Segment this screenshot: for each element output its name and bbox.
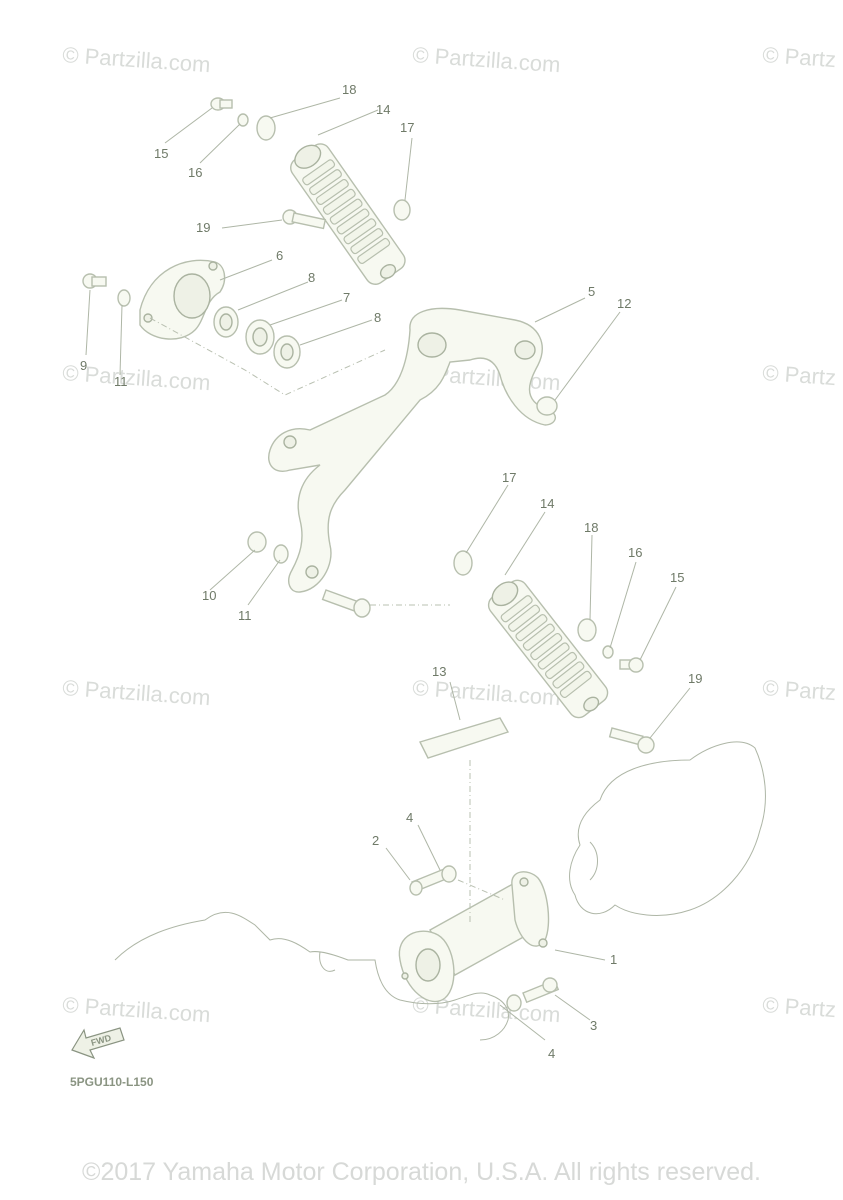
callout-5: 5 <box>588 284 595 299</box>
bearings <box>213 306 301 369</box>
callout-15: 15 <box>670 570 684 585</box>
callout-11: 11 <box>114 374 128 389</box>
callout-8: 8 <box>308 270 315 285</box>
watermark: © Partzilla.com <box>412 42 562 77</box>
callout-1: 1 <box>610 952 617 967</box>
callout-17: 17 <box>400 120 414 135</box>
watermark: © Partz <box>762 360 837 390</box>
watermark: © Partzilla.com <box>62 992 212 1027</box>
callout-19: 19 <box>688 671 702 686</box>
washer-17a <box>393 199 411 221</box>
pivot-shaft-1 <box>398 871 550 1003</box>
callout-numbers: 1 2 3 4 4 5 6 7 8 8 9 10 11 11 12 13 14 … <box>80 82 702 1061</box>
callout-11: 11 <box>238 608 252 623</box>
callout-9: 9 <box>80 358 87 373</box>
bolt-3 <box>506 977 560 1012</box>
bolt-9 <box>82 273 131 307</box>
callout-18: 18 <box>584 520 598 535</box>
callout-18: 18 <box>342 82 356 97</box>
fwd-arrow-icon: FWD <box>71 1027 125 1060</box>
washer-16a <box>237 113 249 127</box>
washer-17b <box>453 550 473 576</box>
callout-6: 6 <box>276 248 283 263</box>
watermark: © Partz <box>762 42 837 72</box>
callout-19: 19 <box>196 220 210 235</box>
collar-12 <box>536 396 558 416</box>
callout-8: 8 <box>374 310 381 325</box>
callout-7: 7 <box>343 290 350 305</box>
bracket-6 <box>139 259 226 340</box>
callout-16: 16 <box>628 545 642 560</box>
label-13 <box>419 717 510 759</box>
upper-shock-hardware <box>210 97 411 230</box>
watermark: © Partz <box>762 675 837 705</box>
washer-16b <box>602 645 614 659</box>
exploded-parts-diagram: © Partzilla.com © Partzilla.com © Partz … <box>62 42 837 1089</box>
lower-shock-absorber <box>487 579 609 719</box>
callout-10: 10 <box>202 588 216 603</box>
watermark: © Partzilla.com <box>62 42 212 77</box>
leader-lines <box>85 97 691 1041</box>
upper-shock-absorber <box>290 143 406 285</box>
washer-18a <box>256 115 276 141</box>
washer-18b <box>577 618 597 642</box>
nut-10-washer-11 <box>247 531 289 564</box>
callout-15: 15 <box>154 146 168 161</box>
callout-14: 14 <box>376 102 390 117</box>
callout-16: 16 <box>188 165 202 180</box>
callout-12: 12 <box>617 296 631 311</box>
watermark: © Partzilla.com <box>62 675 212 710</box>
engine-outline <box>569 741 766 916</box>
callout-14: 14 <box>540 496 554 511</box>
callout-17: 17 <box>502 470 516 485</box>
callout-4: 4 <box>548 1046 555 1061</box>
lower-shock-hardware <box>453 550 655 754</box>
callout-3: 3 <box>590 1018 597 1033</box>
callout-4: 4 <box>406 810 413 825</box>
callout-2: 2 <box>372 833 379 848</box>
bolt-2 <box>409 865 457 896</box>
frame-outline <box>114 911 509 1041</box>
copyright-notice: ©2017 Yamaha Motor Corporation, U.S.A. A… <box>82 1158 761 1186</box>
callout-13: 13 <box>432 664 446 679</box>
bolt-lower <box>321 589 371 618</box>
watermark: © Partz <box>762 992 837 1022</box>
watermark: © Partzilla.com <box>412 675 562 710</box>
diagram-code: 5PGU110-L150 <box>70 1075 154 1089</box>
rear-arm-5 <box>268 307 558 593</box>
